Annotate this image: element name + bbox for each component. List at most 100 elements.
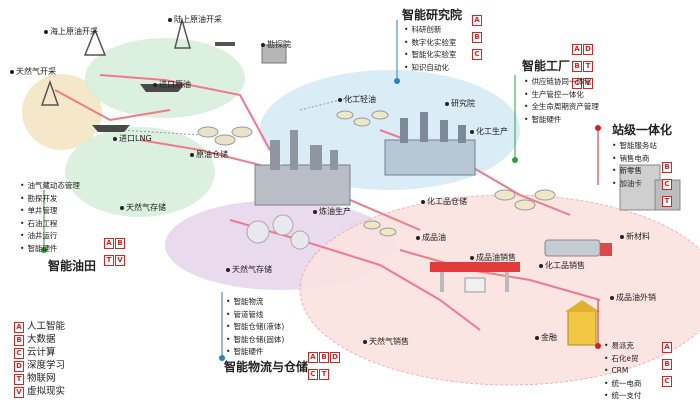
logistics-item: 管道管线	[226, 309, 284, 322]
factory-item: 供应链协同一体化	[524, 76, 599, 89]
station-feature-list: 智能服务站 销售电商 新零售 加油卡	[612, 140, 657, 190]
label-finished-sales: 成品油销售	[476, 253, 516, 262]
legend-text: 人工智能	[27, 321, 66, 332]
badge: A	[308, 352, 318, 363]
factory-item: 智能硬件	[524, 114, 599, 127]
ship-graphic	[92, 84, 185, 132]
legend-badge: C	[14, 348, 24, 359]
label-chem-sales: 化工品销售	[545, 261, 585, 270]
station-item: 加油卡	[612, 178, 657, 191]
label-natgas: 天然气开采	[16, 67, 56, 76]
legend-text: 深度学习	[27, 360, 66, 371]
logistics-item: 智能仓储(液体)	[226, 321, 284, 334]
label-gas-sales: 天然气销售	[369, 337, 409, 346]
research-item: 科研创新	[404, 24, 456, 37]
label-lng: 进口LNG	[119, 134, 152, 143]
sales-item: 易派克	[604, 340, 641, 353]
label-onshore: 陆上原油开采	[174, 15, 222, 24]
badge: D	[583, 44, 593, 55]
badge: C	[308, 369, 318, 380]
station-item: 新零售	[612, 165, 657, 178]
research-feature-list: 科研创新 数字化实验室 智能化实验室 知识自动化	[404, 24, 456, 74]
oilfield-item: 石油工程	[20, 218, 80, 231]
label-finished-oil: 成品油	[422, 233, 446, 242]
badge: T	[662, 196, 672, 207]
research-item: 知识自动化	[404, 62, 456, 75]
research-item: 数字化实验室	[404, 37, 456, 50]
badge: A	[104, 238, 114, 249]
storage-tanks-graphic	[197, 110, 556, 237]
gas-storage-green-zone	[65, 127, 215, 217]
badge: C	[662, 179, 672, 190]
station-item: 智能服务站	[612, 140, 657, 153]
label-crude-in: 进口原油	[159, 80, 191, 89]
oilfield-item: 油气藏动态管理	[20, 180, 80, 193]
badge: A	[472, 15, 482, 26]
badge: A	[662, 342, 672, 353]
sales-item: 统一电商	[604, 378, 641, 391]
finance-building-graphic	[565, 300, 600, 346]
logistics-item: 智能硬件	[226, 346, 284, 359]
legend-badge: B	[14, 335, 24, 346]
badge: D	[330, 352, 340, 363]
label-finished-ext: 成品油外销	[616, 293, 656, 302]
oilfield-title: 智能油田	[48, 259, 97, 273]
label-new-material: 新材料	[626, 232, 650, 241]
badge: V	[115, 255, 125, 266]
oilfield-item: 智能硬件	[20, 243, 80, 256]
logistics-title: 智能物流与仓储	[224, 360, 309, 374]
tanker-truck-graphic	[544, 239, 612, 257]
badge: T	[583, 61, 593, 72]
sales-item: 石化e贸	[604, 353, 641, 366]
label-chem-light: 化工轻油	[344, 95, 376, 104]
station-title: 站级一体化	[612, 123, 673, 137]
badge: C	[662, 376, 672, 387]
badge: C	[472, 49, 482, 60]
research-badges: A B C	[472, 9, 484, 60]
oil-rigs-graphic	[40, 17, 287, 106]
legend-badge: D	[14, 361, 24, 372]
sales-feature-list: 易派克 石化e贸 CRM 统一电商 统一支付	[604, 340, 641, 403]
badge: B	[115, 238, 125, 249]
badge: B	[662, 359, 672, 370]
refinery-graphic	[254, 130, 351, 206]
label-finance: 金融	[541, 333, 557, 342]
legend-text: 云计算	[27, 347, 56, 358]
factory-item: 全生命周期资产管理	[524, 101, 599, 114]
badge: T	[319, 369, 329, 380]
legend-badge: V	[14, 387, 24, 398]
badge: B	[572, 61, 582, 72]
label-chem-ware: 化工品仓储	[427, 197, 467, 206]
label-offshore: 海上原油开采	[50, 27, 98, 36]
factory-title: 智能工厂	[522, 59, 571, 73]
badge: A	[572, 44, 582, 55]
sales-badges: A B C	[662, 336, 674, 387]
badge: B	[319, 352, 329, 363]
station-item: 销售电商	[612, 153, 657, 166]
chemical-plant-graphic	[384, 112, 476, 176]
oilfield-item: 单井管理	[20, 205, 80, 218]
factory-item: 生产管控一体化	[524, 89, 599, 102]
logistics-feature-list: 智能物流 管道管线 智能仓储(液体) 智能仓储(固体) 智能硬件	[226, 296, 284, 359]
sales-item: 统一支付	[604, 390, 641, 403]
label-chem-prod: 化工生产	[476, 127, 508, 136]
factory-feature-list: 供应链协同一体化 生产管控一体化 全生命周期资产管理 智能硬件	[524, 76, 599, 126]
badge: T	[104, 255, 114, 266]
gas-station-graphic	[430, 262, 520, 293]
legend-badge: A	[14, 322, 24, 333]
badge: B	[662, 162, 672, 173]
label-explore: 勘探院	[267, 40, 291, 49]
logistics-item: 智能仓储(固体)	[226, 334, 284, 347]
oilfield-feature-list: 油气藏动态管理 勘探开发 单井管理 石油工程 油井运行 智能硬件	[20, 180, 80, 255]
label-research-inst: 研究院	[451, 99, 475, 108]
logistics-item: 智能物流	[226, 296, 284, 309]
